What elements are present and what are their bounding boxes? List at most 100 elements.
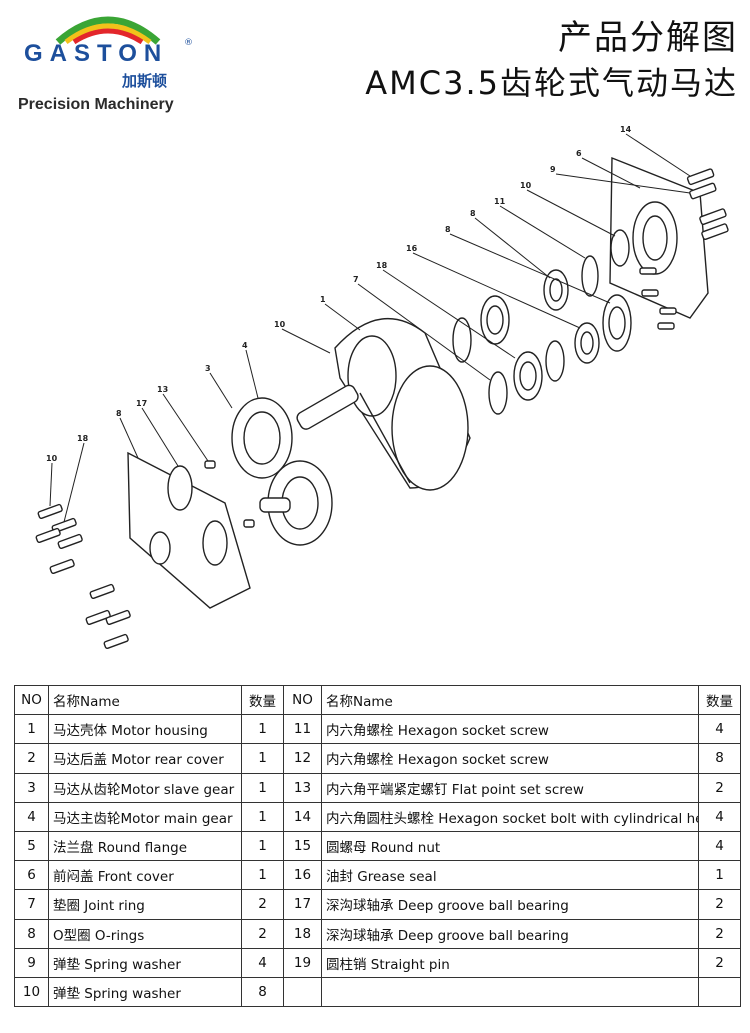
callout-label: 14 — [620, 125, 632, 134]
cell-name: 马达壳体 Motor housing — [48, 714, 242, 745]
cell-no: 3 — [14, 772, 49, 803]
callout-label: 10 — [520, 181, 532, 190]
cell-qty-2: 4 — [698, 801, 741, 832]
cell-no: 10 — [14, 976, 49, 1008]
cell-name: 弹垫 Spring washer — [48, 976, 242, 1008]
callout-label: 10 — [46, 454, 58, 463]
cell-no: 2 — [14, 743, 49, 774]
callout-label: 16 — [406, 244, 418, 253]
cell-qty: 1 — [241, 714, 284, 745]
header-qty-2: 数量 — [698, 684, 741, 716]
cell-qty-2: 2 — [698, 947, 741, 978]
callout-label: 17 — [136, 399, 147, 408]
cell-no: 4 — [14, 801, 49, 832]
cell-name-2: 圆柱销 Straight pin — [321, 947, 699, 978]
cell-qty-2: 4 — [698, 830, 741, 862]
cell-no-2: 16 — [283, 860, 322, 891]
cell-no-2: 19 — [283, 947, 322, 978]
cell-no: 5 — [14, 830, 49, 862]
cell-no: 1 — [14, 714, 49, 745]
logo-wordmark: GASTON — [24, 40, 169, 67]
cell-name: 马达从齿轮Motor slave gear — [48, 772, 242, 803]
table-row: 1 马达壳体 Motor housing 1 11 内六角螺栓 Hexagon … — [14, 714, 741, 745]
callout-label: 13 — [157, 385, 168, 394]
straight-pin-2 — [243, 519, 255, 528]
cell-qty: 1 — [241, 830, 284, 862]
seals-and-bearings-right — [452, 229, 632, 415]
table-row: 6 前闷盖 Front cover 1 16 油封 Grease seal 1 — [14, 860, 741, 891]
table-row: 3 马达从齿轮Motor slave gear 1 13 内六角平端紧定螺钉 F… — [14, 772, 741, 803]
cell-qty: 1 — [241, 860, 284, 891]
screws-mid-right — [639, 267, 677, 330]
cell-no-2: 12 — [283, 743, 322, 774]
bolts-bottom-left — [35, 503, 131, 649]
logo-chinese-name: 加斯顿 — [122, 72, 168, 90]
table-header-row: NO 名称Name 数量 NO 名称Name 数量 — [14, 684, 741, 716]
slave-gear — [259, 460, 333, 546]
table-row: 10 弹垫 Spring washer 8 — [14, 976, 741, 1008]
cell-name: 前闷盖 Front cover — [48, 860, 242, 891]
cell-no: 6 — [14, 860, 49, 891]
cell-qty-2: 2 — [698, 889, 741, 920]
callout-label: 18 — [376, 261, 388, 270]
cell-qty-2: 4 — [698, 714, 741, 745]
cell-name: 弹垫 Spring washer — [48, 947, 242, 978]
cell-name-2: 内六角平端紧定螺钉 Flat point set screw — [321, 772, 699, 803]
cell-qty-2: 2 — [698, 772, 741, 803]
brand-logo: GASTON ® 加斯顿 Precision Machinery — [18, 6, 198, 118]
cell-name-2: 圆螺母 Round nut — [321, 830, 699, 862]
cell-name-2: 内六角螺栓 Hexagon socket screw — [321, 743, 699, 774]
cell-name: O型圈 O-rings — [48, 918, 242, 949]
page-subtitle-model: AMC3.5齿轮式气动马达 — [365, 64, 738, 102]
cell-qty: 1 — [241, 801, 284, 832]
cell-qty-2: 2 — [698, 918, 741, 949]
cell-qty: 8 — [241, 976, 284, 1008]
cell-name: 垫圈 Joint ring — [48, 889, 242, 920]
cell-name: 马达后盖 Motor rear cover — [48, 743, 242, 774]
header-no: NO — [14, 684, 49, 716]
table-row: 5 法兰盘 Round flange 1 15 圆螺母 Round nut 4 — [14, 830, 741, 862]
cell-no-2: 17 — [283, 889, 322, 920]
cell-name: 马达主齿轮Motor main gear — [48, 801, 242, 832]
callout-label: 8 — [116, 409, 122, 418]
cell-name-2: 油封 Grease seal — [321, 860, 699, 891]
callout-label: 6 — [576, 149, 582, 158]
cell-name-2 — [321, 976, 699, 1008]
table-row: 8 O型圈 O-rings 2 18 深沟球轴承 Deep groove bal… — [14, 918, 741, 949]
cell-qty: 1 — [241, 772, 284, 803]
cell-name-2: 内六角圆柱头螺栓 Hexagon socket bolt with cylind… — [321, 801, 699, 832]
cell-name: 法兰盘 Round flange — [48, 830, 242, 862]
cell-qty-2 — [698, 976, 741, 1008]
header-name: 名称Name — [48, 684, 242, 716]
cell-qty: 2 — [241, 889, 284, 920]
front-cover-plate — [609, 156, 709, 319]
cell-no-2: 15 — [283, 830, 322, 862]
cell-no-2 — [283, 976, 322, 1008]
header-name-2: 名称Name — [321, 684, 699, 716]
header-qty: 数量 — [241, 684, 284, 716]
cell-qty-2: 1 — [698, 860, 741, 891]
main-gear — [231, 384, 359, 479]
page-title: 产品分解图 — [558, 18, 738, 58]
cell-name-2: 内六角螺栓 Hexagon socket screw — [321, 714, 699, 745]
cell-no: 8 — [14, 918, 49, 949]
callout-label: 8 — [470, 209, 476, 218]
table-row: 9 弹垫 Spring washer 4 19 圆柱销 Straight pin… — [14, 947, 741, 978]
cell-qty-2: 8 — [698, 743, 741, 774]
callout-label: 3 — [205, 364, 211, 373]
bolts-top-right — [686, 168, 729, 240]
cell-qty: 4 — [241, 947, 284, 978]
callout-label: 9 — [550, 165, 556, 174]
straight-pin — [204, 460, 216, 469]
parts-list-table: NO 名称Name 数量 NO 名称Name 数量 1 马达壳体 Motor h… — [14, 684, 741, 1008]
table-row: 7 垫圈 Joint ring 2 17 深沟球轴承 Deep groove b… — [14, 889, 741, 920]
logo-arc-icon — [55, 16, 161, 45]
exploded-view-drawing: 14 6 9 10 11 8 8 16 18 7 1 10 4 3 13 17 … — [35, 125, 729, 649]
callout-label: 11 — [494, 197, 506, 206]
callout-label: 1 — [320, 295, 326, 304]
cell-no-2: 14 — [283, 801, 322, 832]
cell-no-2: 13 — [283, 772, 322, 803]
callout-label: 7 — [353, 275, 359, 284]
cell-qty: 2 — [241, 918, 284, 949]
callout-label: 18 — [77, 434, 89, 443]
